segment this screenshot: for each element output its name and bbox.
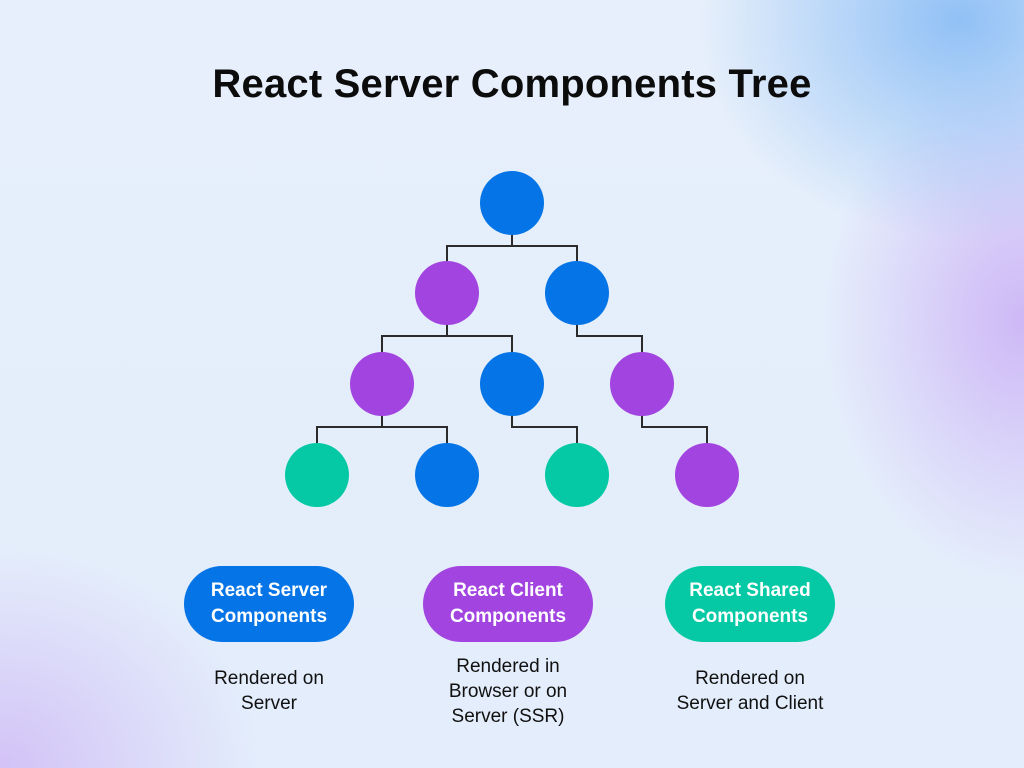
legend-desc-client: Rendered in Browser or on Server (SSR) [398,654,618,729]
tree-node-client [350,352,414,416]
tree-connector [511,235,578,261]
legend-label-line1: React Server [210,580,328,601]
legend-label-line2: Components [449,606,567,627]
tree-node-shared [285,443,349,507]
tree-connector [446,325,513,352]
legend-label-line2: Components [691,606,809,627]
tree-node-shared [545,443,609,507]
legend-desc-server: Rendered on Server [159,666,379,716]
tree-node-client [415,261,479,325]
tree-node-server [480,352,544,416]
tree-connector [576,325,643,352]
tree-connector [446,235,513,261]
desc-line: Rendered on [695,668,805,689]
tree-node-server [480,171,544,235]
legend-label-line1: React Shared [689,580,811,601]
desc-line: Server (SSR) [451,706,565,727]
tree-node-client [610,352,674,416]
legend-pill-client: React Client Components [423,566,593,642]
diagram-title: React Server Components Tree [212,62,812,106]
tree-node-server [415,443,479,507]
desc-line: Rendered on [214,668,324,689]
tree-connector [381,325,448,352]
tree-node-client [675,443,739,507]
desc-line: Server and Client [676,693,824,714]
legend-pill-server: React Server Components [184,566,354,642]
legend-label-line2: Components [210,606,328,627]
legend-desc-shared: Rendered on Server and Client [640,666,860,716]
tree-connector [381,416,448,443]
desc-line: Rendered in [456,656,560,677]
desc-line: Server [241,693,297,714]
tree-connector [316,416,383,443]
legend-label-line1: React Client [453,580,563,601]
desc-line: Browser or on [448,681,568,702]
tree-node-server [545,261,609,325]
tree-connector [511,416,578,443]
tree-connector [641,416,708,443]
legend-pill-shared: React Shared Components [665,566,835,642]
